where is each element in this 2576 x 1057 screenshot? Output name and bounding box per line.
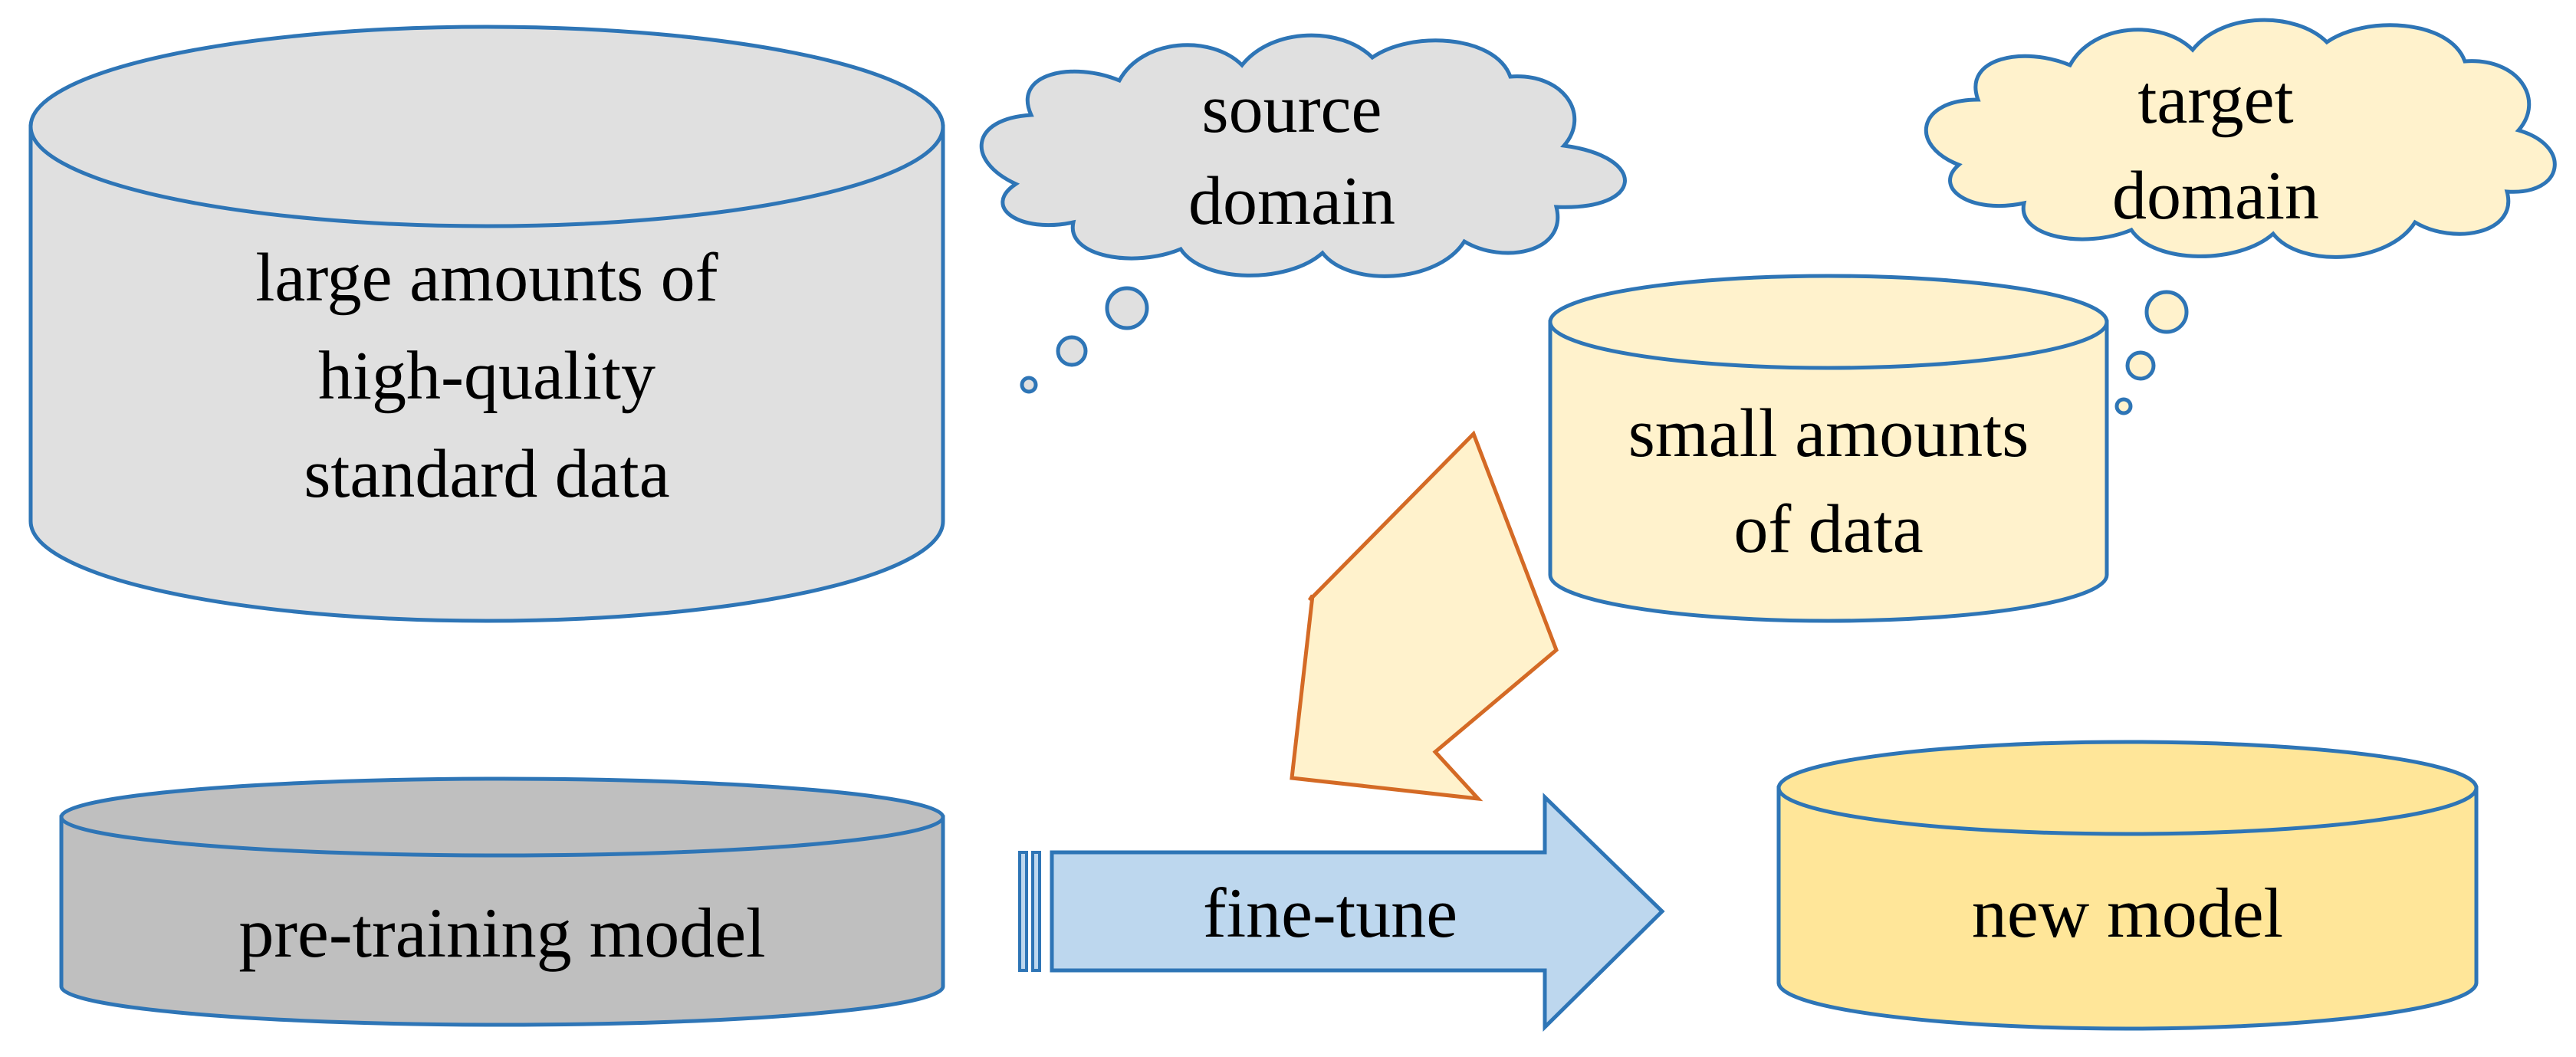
- target-domain-cloud: target domain: [1924, 18, 2557, 415]
- new-model-cylinder: new model: [1776, 740, 2479, 1031]
- small-data-line-2: of data: [1733, 491, 1923, 567]
- target-domain-line-2: domain: [2112, 158, 2319, 234]
- data-flow-arrow: [1290, 430, 1559, 802]
- large-data-line-1: large amounts of: [255, 240, 718, 316]
- finetune-arrow: fine-tune: [1018, 793, 1665, 1032]
- small-data-line-1: small amounts: [1628, 396, 2029, 471]
- source-domain-cloud: source domain: [979, 33, 1627, 394]
- small-data-cylinder: small amounts of data: [1548, 274, 2109, 623]
- source-domain-line-2: domain: [1188, 163, 1395, 239]
- target-domain-line-1: target: [2137, 62, 2293, 138]
- source-domain-line-1: source: [1202, 71, 1382, 147]
- large-data-line-3: standard data: [304, 436, 669, 512]
- pretrain-model-cylinder: pre-training model: [59, 776, 945, 1027]
- large-data-line-2: high-quality: [318, 338, 656, 414]
- pretrain-model-label: pre-training model: [238, 894, 765, 972]
- finetune-label: fine-tune: [1203, 874, 1457, 952]
- new-model-label: new model: [1972, 874, 2283, 952]
- large-data-cylinder: large amounts of high-quality standard d…: [28, 25, 945, 623]
- data-flow-arrow-shape: [1290, 430, 1559, 802]
